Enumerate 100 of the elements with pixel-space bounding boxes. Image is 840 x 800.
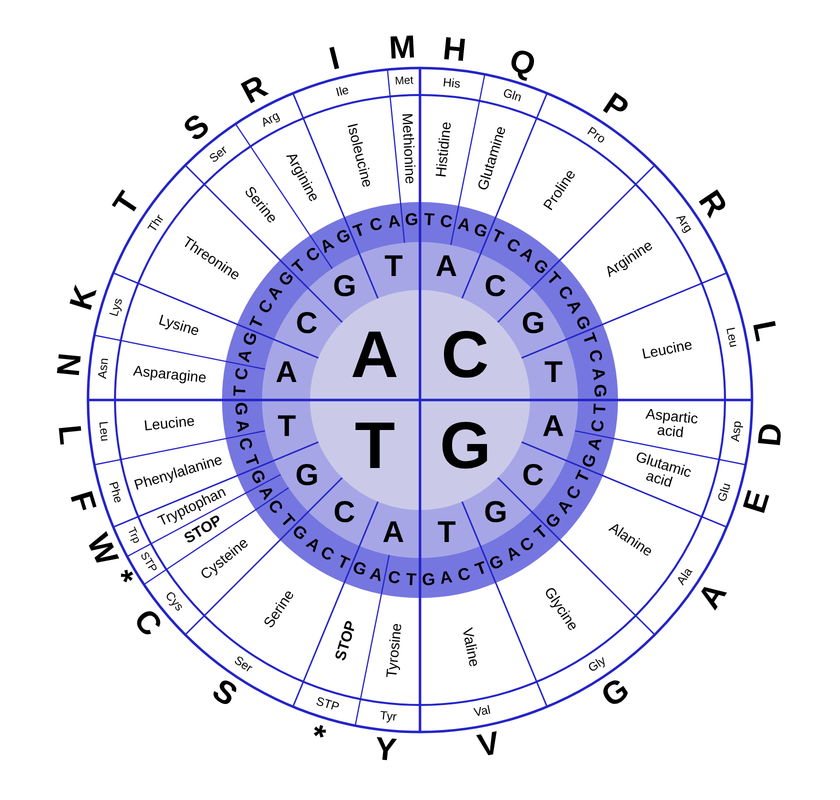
- base-letter: A: [456, 215, 472, 236]
- base-letter: T: [488, 226, 506, 248]
- base-letter: G: [404, 210, 418, 230]
- amino-acid-abbreviation: Ser: [232, 654, 254, 675]
- amino-acid-abbreviation: Glu: [715, 481, 733, 503]
- amino-acid-code: *: [307, 718, 329, 754]
- amino-acid-name: Leucine: [143, 414, 196, 435]
- base-letter: G: [590, 384, 610, 398]
- base-letter: C: [484, 270, 506, 302]
- base-letter: G: [422, 570, 436, 589]
- amino-acid-abbreviation: Arg: [674, 212, 695, 234]
- base-letter: T: [231, 385, 250, 397]
- base-letter: T: [352, 220, 368, 241]
- base-letter: C: [439, 212, 454, 232]
- amino-acid-name: Leucine: [640, 338, 694, 364]
- amino-acid-code: F: [64, 488, 102, 516]
- base-letter: C: [588, 418, 608, 434]
- amino-acid-name: STOP: [333, 619, 360, 663]
- base-letter: G: [487, 552, 507, 574]
- amino-acid-name: Tyrosine: [384, 622, 406, 679]
- base-letter: T: [580, 331, 600, 348]
- amino-acid-code: D: [752, 421, 788, 448]
- amino-acid-abbreviation: Leu: [724, 326, 740, 349]
- amino-acid-abbreviation: Asp: [729, 420, 744, 442]
- base-letter: G: [240, 330, 262, 349]
- amino-acid-code: P: [598, 87, 634, 127]
- amino-acid-code: R: [692, 185, 734, 224]
- base-letter: G: [484, 497, 508, 529]
- amino-acid-abbreviation: Gln: [501, 86, 523, 104]
- amino-acid-name: Methionine: [398, 112, 417, 184]
- base-letter: A: [232, 418, 252, 434]
- base-letter: A: [276, 357, 298, 389]
- base-letter: G: [231, 402, 250, 416]
- base-letter: G: [246, 467, 268, 487]
- amino-acid-code: T: [108, 186, 146, 222]
- base-letter: C: [333, 497, 356, 529]
- amino-acid-abbreviation: Thr: [145, 212, 166, 234]
- base-letter: C: [386, 568, 402, 588]
- base-letter: G: [350, 558, 369, 580]
- base-letter: T: [278, 410, 296, 442]
- base-letter: C: [235, 436, 256, 452]
- base-letter: A: [350, 320, 398, 390]
- base-letter: T: [354, 410, 396, 480]
- amino-acid-code: Y: [373, 732, 398, 768]
- base-letter: C: [318, 544, 338, 566]
- amino-acid-code: R: [236, 69, 272, 110]
- base-letter: T: [240, 452, 261, 468]
- base-letter: G: [522, 308, 545, 340]
- amino-acid-abbreviation: Arg: [258, 109, 282, 130]
- base-letter: G: [295, 460, 319, 492]
- amino-acid-abbreviation: Ala: [674, 566, 695, 588]
- amino-acid-name: Glutamic acid: [632, 448, 694, 494]
- base-letter: T: [572, 468, 594, 486]
- base-letter: A: [436, 250, 458, 282]
- base-letter: G: [276, 268, 298, 290]
- amino-acid-abbreviation: Phe: [106, 480, 125, 504]
- base-letter: A: [542, 410, 564, 442]
- amino-acid-code: G: [596, 672, 636, 714]
- amino-acid-abbreviation: Asn: [96, 358, 111, 380]
- amino-acid-code: E: [738, 486, 776, 518]
- base-letter: C: [441, 320, 489, 390]
- amino-acid-code: S: [206, 672, 243, 712]
- amino-acid-code: L: [52, 422, 88, 446]
- base-letter: T: [423, 210, 435, 230]
- amino-acid-code: A: [692, 576, 734, 614]
- base-letter: A: [368, 564, 385, 585]
- base-letter: A: [588, 366, 608, 381]
- amino-acid-abbreviation: Lys: [107, 296, 124, 318]
- base-letter: C: [232, 366, 252, 381]
- amino-acid-abbreviation: STP: [136, 551, 158, 576]
- base-letter: G: [472, 220, 490, 242]
- base-letter: T: [438, 517, 456, 549]
- amino-acid-abbreviation: Trp: [124, 526, 142, 546]
- amino-acid-abbreviation: Tyr: [380, 709, 398, 724]
- base-letter: A: [386, 212, 402, 232]
- base-letter: G: [440, 410, 492, 480]
- amino-acid-code: H: [441, 32, 468, 68]
- base-letter: A: [439, 568, 454, 588]
- base-letter: C: [564, 482, 586, 502]
- base-letter: T: [247, 314, 268, 332]
- amino-acid-code: M: [388, 30, 417, 66]
- base-letter: A: [382, 517, 404, 549]
- amino-acid-abbreviation: His: [442, 76, 461, 90]
- amino-acid-name: Aspartic acid: [644, 406, 700, 444]
- base-letter: G: [530, 256, 552, 278]
- amino-acid-abbreviation: Leu: [96, 420, 111, 442]
- amino-acid-name: Lysine: [157, 314, 202, 340]
- amino-acid-code: L: [746, 318, 784, 344]
- amino-acid-name: Asparagine: [132, 364, 207, 387]
- base-letter: T: [406, 570, 417, 589]
- amino-acid-code: V: [475, 726, 503, 764]
- amino-acid-name: Histidine: [434, 120, 455, 178]
- base-letter: T: [544, 357, 563, 389]
- amino-acid-code: N: [52, 352, 88, 378]
- base-letter: T: [334, 552, 352, 573]
- amino-acid-abbreviation: Met: [395, 76, 414, 88]
- base-letter: A: [235, 348, 256, 364]
- base-letter: T: [472, 559, 489, 580]
- amino-acid-abbreviation: Gly: [586, 654, 608, 674]
- amino-acid-code: Q: [505, 43, 539, 83]
